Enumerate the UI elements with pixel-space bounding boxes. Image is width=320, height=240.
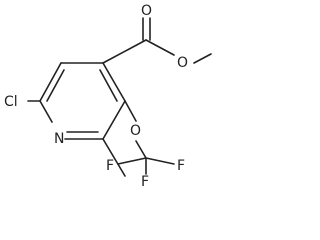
bond-c2-c3 xyxy=(39,62,62,102)
bond-cf3-f-left xyxy=(117,157,147,165)
bond-c5-c6 xyxy=(102,100,126,140)
chemical-structure-diagram: Cl N O O O F F F xyxy=(4,3,212,190)
atom-label-o-ester: O xyxy=(177,55,188,71)
structure-canvas: Cl N O O O F F F xyxy=(4,3,212,190)
bond-c5-o-ether xyxy=(124,100,137,122)
atom-label-o-carbonyl: O xyxy=(141,3,152,19)
bond-c4-carbonyl-c xyxy=(102,39,147,64)
bond-c6-methyl xyxy=(102,138,126,177)
atom-label-o-ether: O xyxy=(130,123,141,139)
bond-c2-c3-inner xyxy=(46,69,65,102)
bond-c2-n1 xyxy=(39,100,53,123)
bond-cf3-f-right xyxy=(145,157,175,165)
atom-label-cl: Cl xyxy=(4,94,18,110)
bond-c4-c5 xyxy=(102,62,126,102)
atom-label-n: N xyxy=(54,131,64,147)
atom-label-f-top: F xyxy=(141,174,149,190)
bond-carbonyl-c-o-ester xyxy=(145,39,175,56)
bond-o-ether-cf3 xyxy=(135,140,147,159)
atom-label-f-left: F xyxy=(106,158,114,174)
atom-label-f-right: F xyxy=(177,158,185,174)
bond-o-ester-methyl xyxy=(193,53,212,64)
bond-c4-c5-inner xyxy=(99,69,118,102)
